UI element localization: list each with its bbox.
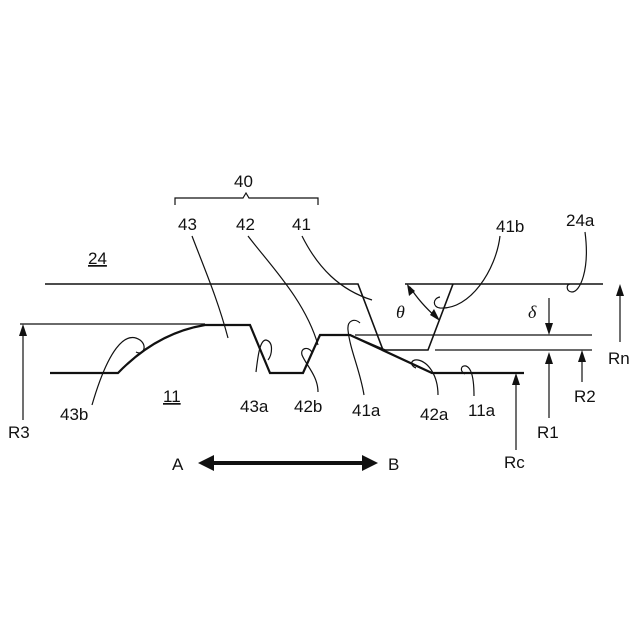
- theta-arrow-top: [407, 284, 415, 296]
- rn-arrow: [616, 284, 624, 296]
- label-41a: 41a: [352, 401, 381, 420]
- label-42: 42: [236, 215, 255, 234]
- label-41: 41: [292, 215, 311, 234]
- label-theta: θ: [396, 302, 405, 322]
- label-delta: δ: [528, 302, 537, 322]
- label-42a: 42a: [420, 405, 449, 424]
- label-40: 40: [234, 172, 253, 191]
- label-43b: 43b: [60, 405, 88, 424]
- label-41b: 41b: [496, 217, 524, 236]
- label-rc: Rc: [504, 453, 525, 472]
- label-43a: 43a: [240, 397, 269, 416]
- direction-arrow-right: [362, 455, 378, 471]
- direction-arrow-left: [198, 455, 214, 471]
- theta-arrow-bottom: [430, 309, 440, 321]
- leader-42: [248, 236, 318, 345]
- r2-arrow: [578, 350, 586, 362]
- rc-arrow: [512, 373, 520, 385]
- label-11a: 11a: [468, 401, 496, 420]
- label-24: 24: [88, 249, 107, 268]
- upper-member-surface-left: [45, 284, 453, 350]
- r1-arrow: [545, 352, 553, 364]
- label-24a: 24a: [566, 211, 595, 230]
- leader-43: [192, 236, 228, 338]
- brace-40: [175, 193, 318, 205]
- label-rn: Rn: [608, 349, 630, 368]
- leader-41a: [348, 320, 364, 395]
- delta-arrow: [545, 323, 553, 335]
- label-r2: R2: [574, 387, 596, 406]
- label-r1: R1: [537, 423, 559, 442]
- label-direction-b: B: [388, 455, 399, 474]
- label-42b: 42b: [294, 397, 322, 416]
- lower-member-profile: [50, 325, 524, 373]
- label-direction-a: A: [172, 455, 184, 474]
- label-r3: R3: [8, 423, 30, 442]
- leader-11a: [461, 366, 474, 396]
- label-43: 43: [178, 215, 197, 234]
- r3-arrow: [19, 324, 27, 336]
- leader-24a: [567, 232, 586, 292]
- leader-41b: [434, 236, 500, 308]
- leader-43b: [92, 338, 144, 405]
- leader-41: [302, 236, 372, 300]
- label-11: 11: [163, 387, 181, 406]
